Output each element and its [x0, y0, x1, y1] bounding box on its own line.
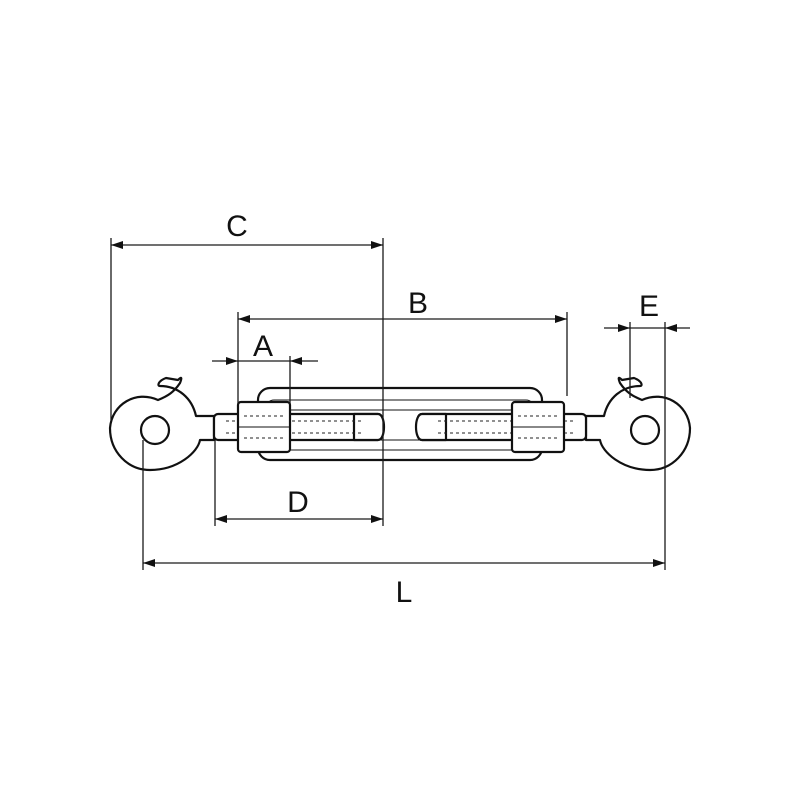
label-e: E: [639, 290, 659, 323]
turnbuckle-part: [108, 376, 692, 472]
dimension-a: [212, 357, 318, 365]
extension-lines: [110, 238, 666, 570]
left-hook: [108, 376, 216, 472]
label-a: A: [253, 330, 273, 363]
dimension-lines: [111, 241, 690, 567]
dimension-d: [215, 515, 383, 523]
label-d: D: [287, 486, 309, 519]
left-nut: [236, 400, 292, 454]
label-c: C: [226, 210, 248, 243]
right-hook: [584, 376, 692, 472]
dimension-labels: C B A D L E: [226, 210, 659, 609]
dimension-e: [604, 324, 690, 332]
dimension-c: [111, 241, 383, 249]
dimension-l: [143, 559, 665, 567]
label-b: B: [408, 287, 428, 320]
right-nut: [510, 400, 566, 454]
label-l: L: [396, 576, 413, 609]
dimension-b: [238, 315, 567, 323]
